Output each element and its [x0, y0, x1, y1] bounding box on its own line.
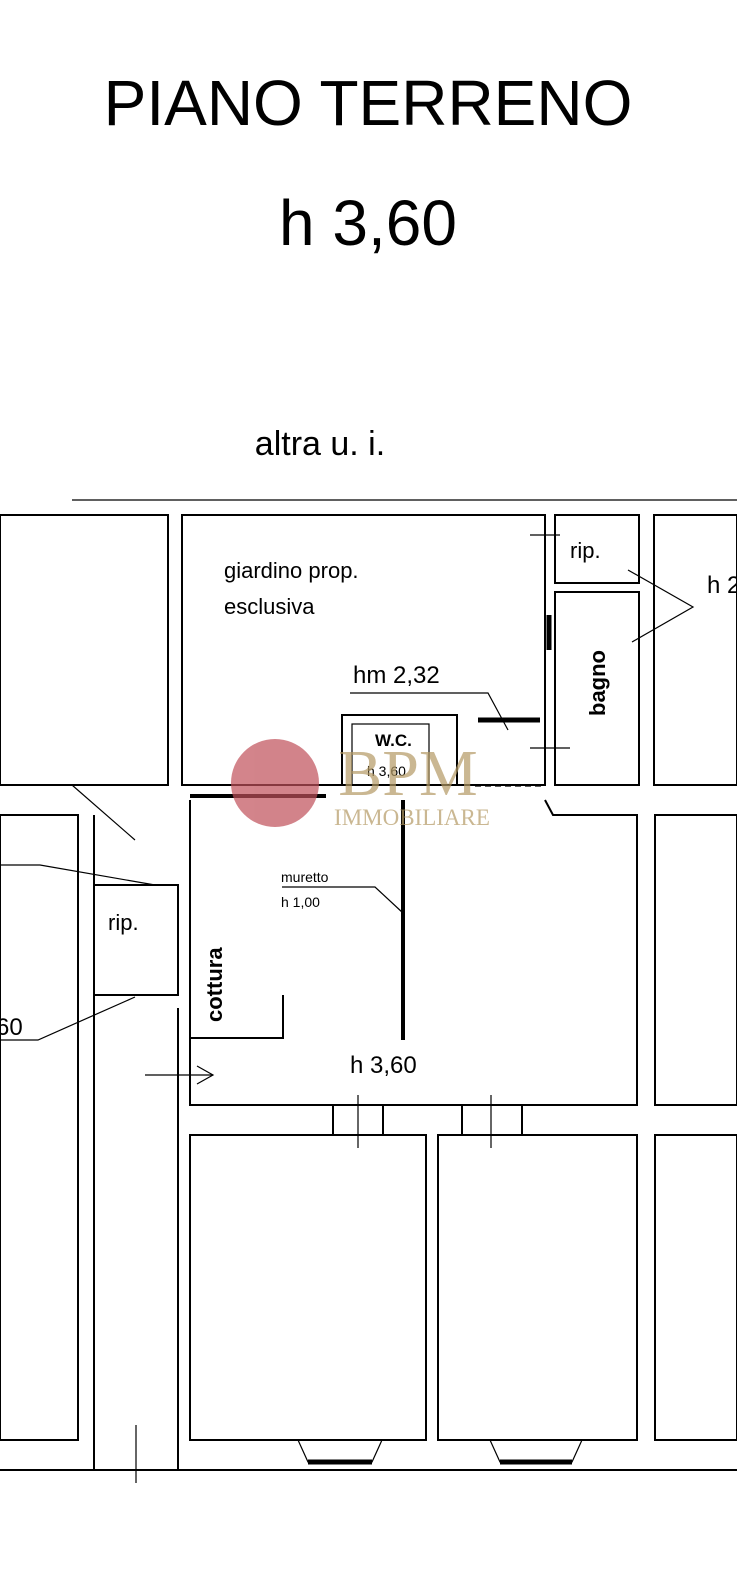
room-right-top — [653, 514, 737, 786]
room-bottom-right — [437, 1134, 638, 1441]
room-right-mid — [654, 814, 737, 1106]
room-right-bottom — [654, 1134, 737, 1441]
room-bottom-left — [189, 1134, 427, 1441]
entry-arrowhead — [196, 1065, 215, 1085]
watermark-logo: BPM — [338, 737, 477, 810]
muretto-height-label: h 1,00 — [281, 894, 320, 910]
neighbor-label: altra u. i. — [255, 425, 385, 463]
room-bagno — [554, 591, 640, 786]
room-left-top — [0, 514, 169, 786]
watermark-sub: IMMOBILIARE — [334, 805, 490, 830]
main-room-outline — [189, 799, 638, 1106]
rip-top-label: rip. — [570, 538, 601, 563]
watermark: BPM IMMOBILIARE — [231, 737, 490, 830]
leader-line — [627, 569, 695, 643]
leader-line — [282, 886, 404, 914]
muretto-label: muretto — [281, 869, 329, 885]
plan-title: PIANO TERRENO — [104, 67, 633, 139]
hm-label: hm 2,32 — [353, 662, 440, 689]
cottura-counter — [190, 995, 284, 1039]
bagno-label: bagno — [585, 650, 610, 716]
rip-left-label: rip. — [108, 910, 139, 935]
wc-inner — [351, 723, 430, 786]
room-rip-left — [93, 884, 179, 996]
room-rip-top — [554, 514, 640, 584]
left-partial-label: 60 — [0, 1014, 23, 1041]
garden-label-2: esclusiva — [224, 594, 315, 619]
room-left-mid — [0, 814, 79, 1441]
watermark-circle — [231, 739, 319, 827]
plan-height: h 3,60 — [279, 187, 457, 259]
bay-window — [489, 1439, 583, 1463]
wc-label: W.C. — [375, 731, 412, 750]
wc-height-label: h 3,60 — [367, 763, 406, 779]
bay-window — [297, 1439, 383, 1463]
leader-line — [0, 864, 156, 886]
leader-line — [350, 692, 509, 731]
h2-partial-label: h 2 — [707, 572, 737, 599]
cottura-label: cottura — [202, 947, 227, 1022]
main-height-label: h 3,60 — [350, 1052, 417, 1079]
leader-line — [0, 784, 136, 841]
garden-label-1: giardino prop. — [224, 558, 359, 583]
door-right — [461, 1104, 523, 1136]
leader-line — [0, 996, 136, 1041]
